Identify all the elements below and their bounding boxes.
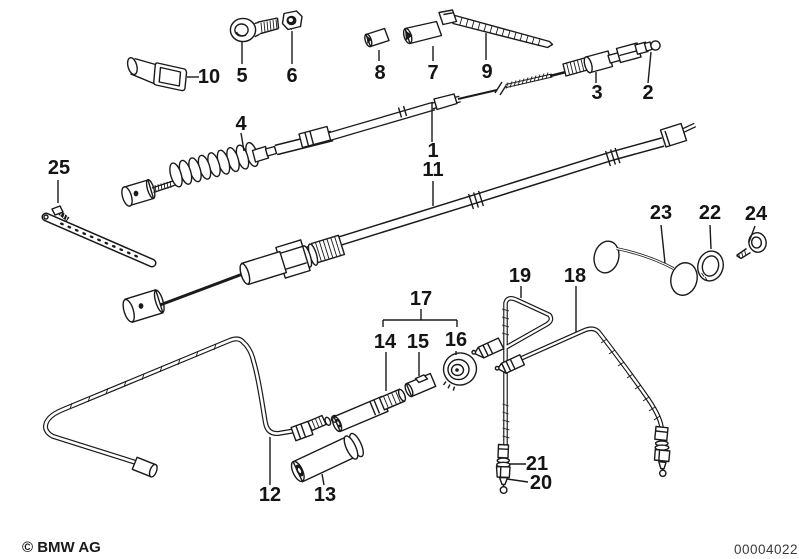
part-label-3: 3	[591, 82, 602, 104]
part-label-12: 12	[259, 484, 281, 506]
part-14-adjuster-tube	[331, 388, 407, 433]
part-label-2: 2	[642, 82, 653, 104]
part-labels: 1 2 3 4 5 6 7 8 9 10 11 12 13 14 15 16 1…	[48, 61, 768, 506]
part-label-23: 23	[650, 202, 672, 224]
part-20-nipple	[495, 465, 511, 495]
leader-lines	[57, 31, 756, 486]
part-13-sleeve	[290, 432, 364, 483]
part-label-19: 19	[509, 265, 531, 287]
part-label-6: 6	[286, 65, 297, 87]
part-11-cable	[122, 122, 697, 323]
part-15-bushing	[404, 372, 437, 398]
part-label-21: 21	[526, 453, 548, 475]
part-label-25: 25	[48, 157, 70, 179]
part-1-cable	[121, 40, 661, 207]
part-7-sleeve	[402, 20, 443, 45]
part-label-8: 8	[374, 62, 385, 84]
part-label-24: 24	[745, 203, 768, 225]
part-12-cable	[43, 336, 339, 478]
part-9-strap	[438, 9, 554, 49]
part-label-22: 22	[699, 202, 721, 224]
document-number: 00004022	[734, 542, 799, 557]
part-label-16: 16	[445, 329, 467, 351]
part-label-1: 1	[427, 140, 438, 162]
part-21-locknut	[495, 457, 511, 468]
part-10-boot	[126, 57, 188, 92]
part-label-20: 20	[530, 472, 552, 494]
part-label-18: 18	[564, 265, 586, 287]
part-16-grommet	[442, 352, 478, 391]
part-4-spring	[121, 141, 278, 207]
part-19-cable	[471, 296, 554, 495]
part-6-nut	[281, 10, 303, 31]
part-label-9: 9	[481, 61, 492, 83]
part-8-cap	[364, 27, 390, 48]
part-label-15: 15	[407, 331, 429, 353]
part-23-wire-loops	[593, 240, 698, 296]
part-18-cable	[494, 326, 671, 478]
part-25-clamp-strap	[41, 205, 157, 268]
part-22-o-ring	[697, 250, 724, 282]
part-5-screw	[229, 17, 280, 43]
part-3-adjuster	[562, 41, 649, 77]
part-24-screw	[736, 232, 767, 260]
part-label-7: 7	[427, 62, 438, 84]
part-label-11: 11	[422, 159, 443, 181]
part-label-4: 4	[235, 113, 247, 135]
part-25-bolt	[51, 205, 70, 222]
part-label-13: 13	[314, 484, 336, 506]
part-label-10: 10	[198, 66, 220, 88]
part-label-5: 5	[236, 65, 247, 87]
part-2-nipple	[643, 40, 661, 52]
copyright-notice: © BMW AG	[22, 539, 101, 556]
part-label-14: 14	[374, 331, 397, 353]
part-label-17: 17	[410, 288, 432, 310]
